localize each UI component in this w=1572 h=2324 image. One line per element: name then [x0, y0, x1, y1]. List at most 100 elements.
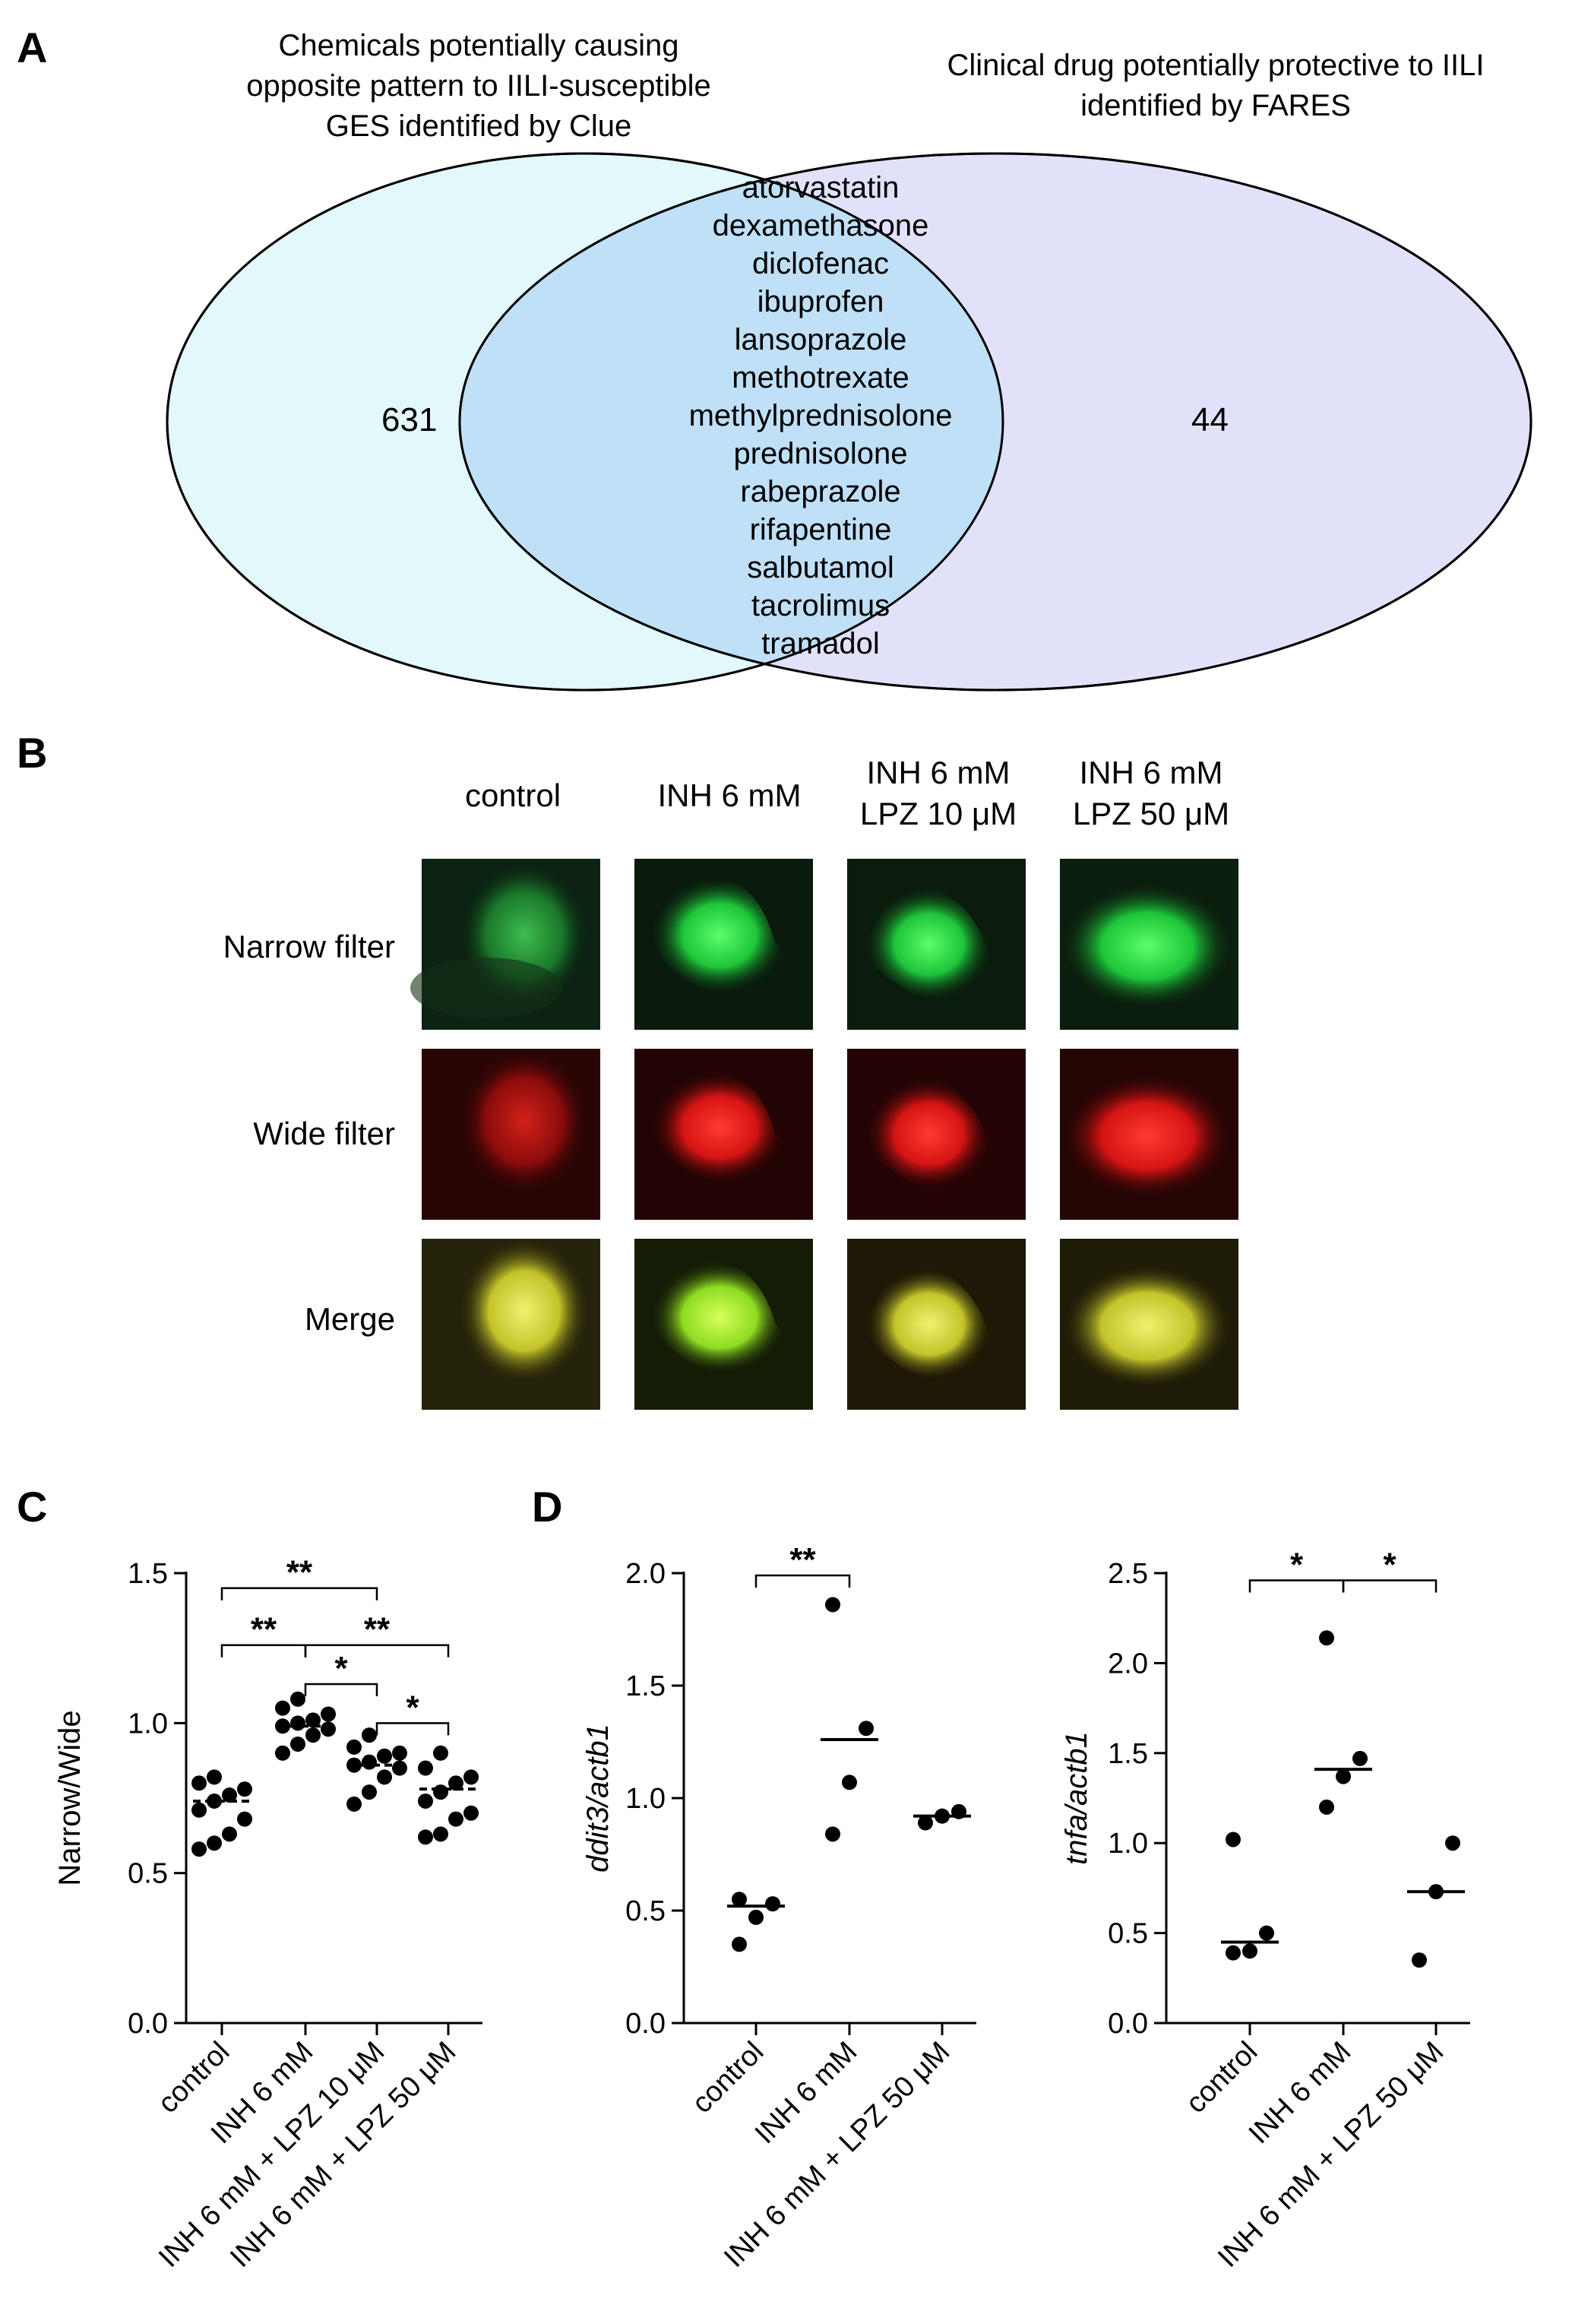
data-point	[346, 1796, 362, 1812]
data-point	[732, 1892, 747, 1908]
data-point	[918, 1815, 933, 1831]
y-tick-label: 1.0	[128, 1708, 168, 1740]
image-wide-lpz10	[847, 1049, 1026, 1220]
image-wide-inh	[634, 1049, 813, 1220]
y-tick-label: 0.5	[1108, 1918, 1148, 1950]
data-point	[275, 1745, 290, 1761]
data-point	[1226, 1945, 1241, 1961]
row-label-wide: Wide filter	[253, 1116, 395, 1151]
drug-name: prednisolone	[733, 437, 908, 470]
y-tick-label: 1.5	[1108, 1738, 1148, 1770]
data-point	[290, 1691, 305, 1707]
data-point	[1226, 1832, 1241, 1847]
data-point	[825, 1826, 840, 1842]
significance-bracket	[220, 1587, 378, 1601]
column-label-inh-lpz10: INH 6 mM LPZ 10 μM	[859, 755, 1017, 831]
y-tick-label: 1.0	[1108, 1828, 1148, 1860]
data-point	[377, 1769, 392, 1785]
drug-name: diclofenac	[751, 247, 890, 280]
drug-name: lansoprazole	[734, 323, 907, 356]
data-point	[305, 1727, 321, 1743]
y-tick-label: 2.0	[625, 1558, 666, 1590]
data-point	[433, 1826, 448, 1842]
drug-name: ibuprofen	[757, 285, 884, 318]
significance-bracket	[754, 1574, 851, 1588]
data-point	[1319, 1799, 1334, 1815]
significance-bracket	[304, 1644, 450, 1658]
fluorescence-image-grid	[410, 859, 1238, 1410]
data-point	[362, 1727, 377, 1743]
row-label-merge: Merge	[304, 1301, 395, 1337]
significance-label: *	[334, 1650, 348, 1687]
image-narrow-lpz10	[847, 859, 1026, 1030]
data-point	[321, 1706, 336, 1722]
data-point	[1445, 1835, 1460, 1851]
column-label-inh-lpz50: INH 6 mM LPZ 50 μM	[1072, 755, 1230, 831]
drug-name: tacrolimus	[751, 589, 890, 622]
venn-right-count: 44	[1191, 401, 1229, 439]
row-label-narrow: Narrow filter	[223, 929, 395, 964]
data-point	[321, 1721, 336, 1737]
panel-label-d: D	[532, 1483, 563, 1531]
data-point	[346, 1739, 362, 1755]
significance-label: **	[286, 1554, 313, 1591]
data-point	[748, 1909, 764, 1925]
data-point	[191, 1775, 207, 1791]
y-tick-label: 2.0	[1108, 1648, 1148, 1680]
significance-label: *	[406, 1689, 419, 1726]
venn-left-count: 631	[381, 401, 438, 439]
image-merge-lpz50	[1060, 1239, 1238, 1410]
drug-name: rabeprazole	[740, 475, 901, 508]
data-point	[392, 1745, 407, 1761]
data-point	[207, 1793, 222, 1809]
significance-label: **	[789, 1541, 816, 1578]
y-tick-label: 0.0	[625, 2008, 666, 2040]
data-point	[859, 1721, 874, 1737]
data-point	[1336, 1768, 1351, 1784]
image-narrow-control	[410, 859, 600, 1030]
drug-name: dexamethasone	[712, 209, 929, 242]
data-point	[237, 1811, 252, 1827]
column-label-control: control	[464, 777, 561, 813]
significance-label: *	[1290, 1546, 1304, 1583]
data-point	[418, 1793, 433, 1809]
x-tick-label: control	[1180, 2036, 1264, 2120]
image-merge-control	[422, 1239, 600, 1410]
significance-bracket	[375, 1722, 450, 1736]
y-tick-label: 0.5	[128, 1858, 168, 1890]
drug-name: methotrexate	[732, 361, 909, 394]
data-point	[418, 1760, 433, 1776]
y-tick-label: 1.0	[625, 1783, 666, 1815]
data-point	[362, 1784, 377, 1800]
data-point	[732, 1936, 747, 1952]
data-point	[418, 1829, 433, 1845]
drug-name: atorvastatin	[742, 171, 900, 204]
data-point	[191, 1802, 207, 1818]
panel-label-c: C	[17, 1483, 48, 1531]
significance-label: **	[364, 1611, 391, 1648]
data-point	[1259, 1925, 1274, 1941]
data-point	[1412, 1952, 1427, 1968]
venn-right-title: Clinical drug potentially protective to …	[947, 49, 1485, 122]
data-point	[448, 1775, 463, 1791]
data-point	[765, 1896, 780, 1912]
y-axis-label: ddit3/actb1	[581, 1724, 615, 1873]
venn-left-title: Chemicals potentially causing opposite p…	[246, 29, 711, 143]
image-narrow-lpz50	[1060, 859, 1238, 1030]
y-tick-label: 1.5	[128, 1558, 168, 1590]
drug-name: methylprednisolone	[688, 399, 953, 432]
y-tick-label: 0.0	[128, 2008, 168, 2040]
significance-bracket	[1342, 1579, 1438, 1593]
data-point	[237, 1781, 252, 1797]
x-tick-label: control	[152, 2036, 236, 2120]
data-point	[275, 1700, 290, 1716]
data-point	[191, 1841, 207, 1857]
data-point	[222, 1787, 237, 1803]
drug-name: tramadol	[761, 627, 880, 660]
venn-diagram	[166, 152, 1532, 692]
data-point	[362, 1754, 377, 1770]
data-point	[463, 1805, 479, 1821]
data-point	[1242, 1943, 1257, 1959]
